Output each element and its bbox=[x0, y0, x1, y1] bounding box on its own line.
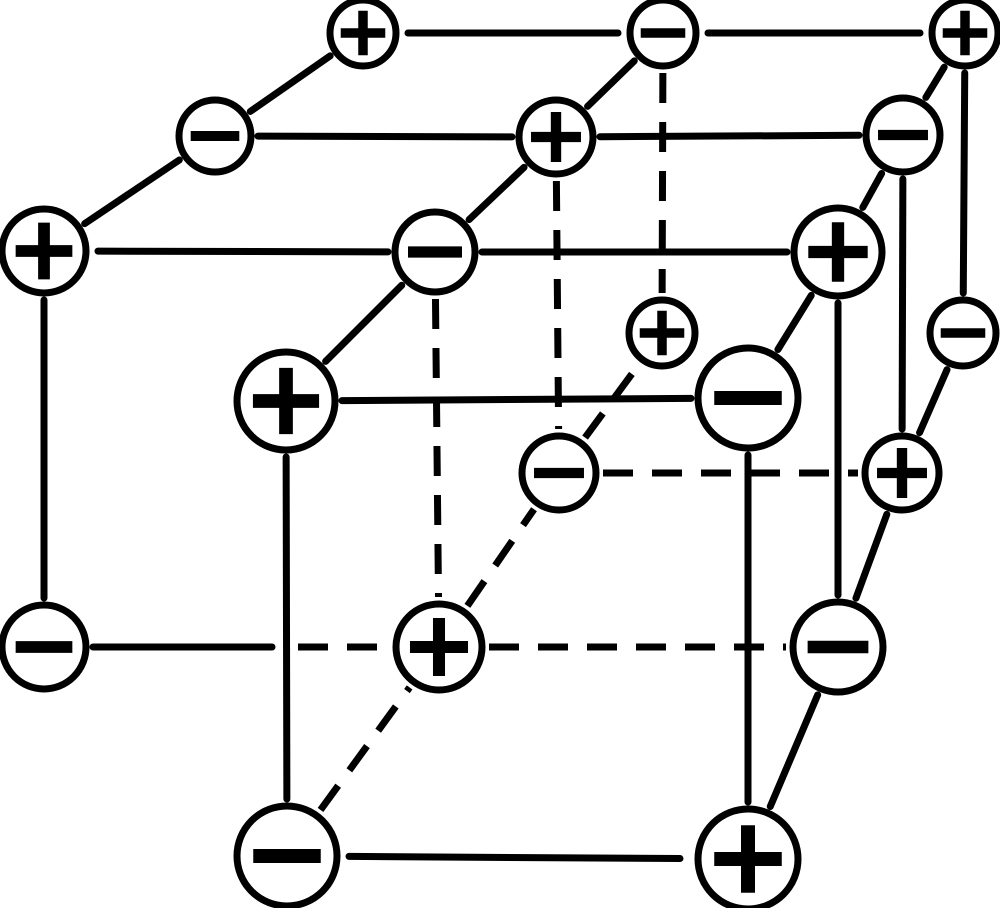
bond-edge-H-E bbox=[465, 163, 528, 224]
bond-edge-D-E bbox=[254, 132, 516, 141]
hidden-bond-edge-S-Q bbox=[317, 685, 413, 812]
bond-edge-R-O bbox=[852, 510, 891, 602]
hidden-bond-edge-B-J bbox=[658, 72, 667, 294]
bond-edge-G-D bbox=[81, 156, 183, 228]
bond-edge-L-S bbox=[282, 453, 291, 803]
bond-edge-F-O bbox=[898, 175, 907, 433]
bond-edge-E-F bbox=[596, 131, 863, 141]
hidden-bond-edge-E-N bbox=[552, 180, 563, 430]
hidden-bond-edge-N-J bbox=[582, 363, 642, 440]
bond-edge-T-R bbox=[766, 691, 822, 811]
bond-edge-O-K bbox=[916, 366, 951, 437]
bond-edge-L-M bbox=[338, 394, 695, 405]
bond-edge-F-C bbox=[922, 63, 948, 101]
bond-edge-S-T bbox=[345, 852, 684, 863]
hidden-bond-edge-H-Q bbox=[431, 298, 442, 598]
bond-edge-I-F bbox=[859, 169, 886, 211]
bond-edge-L-H bbox=[322, 281, 406, 365]
bond-edge-D-A bbox=[246, 52, 334, 115]
bond-edge-G-H bbox=[94, 247, 392, 256]
bond-edge-M-I bbox=[774, 291, 815, 353]
bond-edge-E-B bbox=[584, 57, 638, 110]
hidden-bond-edge-Q-N bbox=[464, 507, 537, 608]
bond-edge-C-K bbox=[959, 69, 969, 297]
